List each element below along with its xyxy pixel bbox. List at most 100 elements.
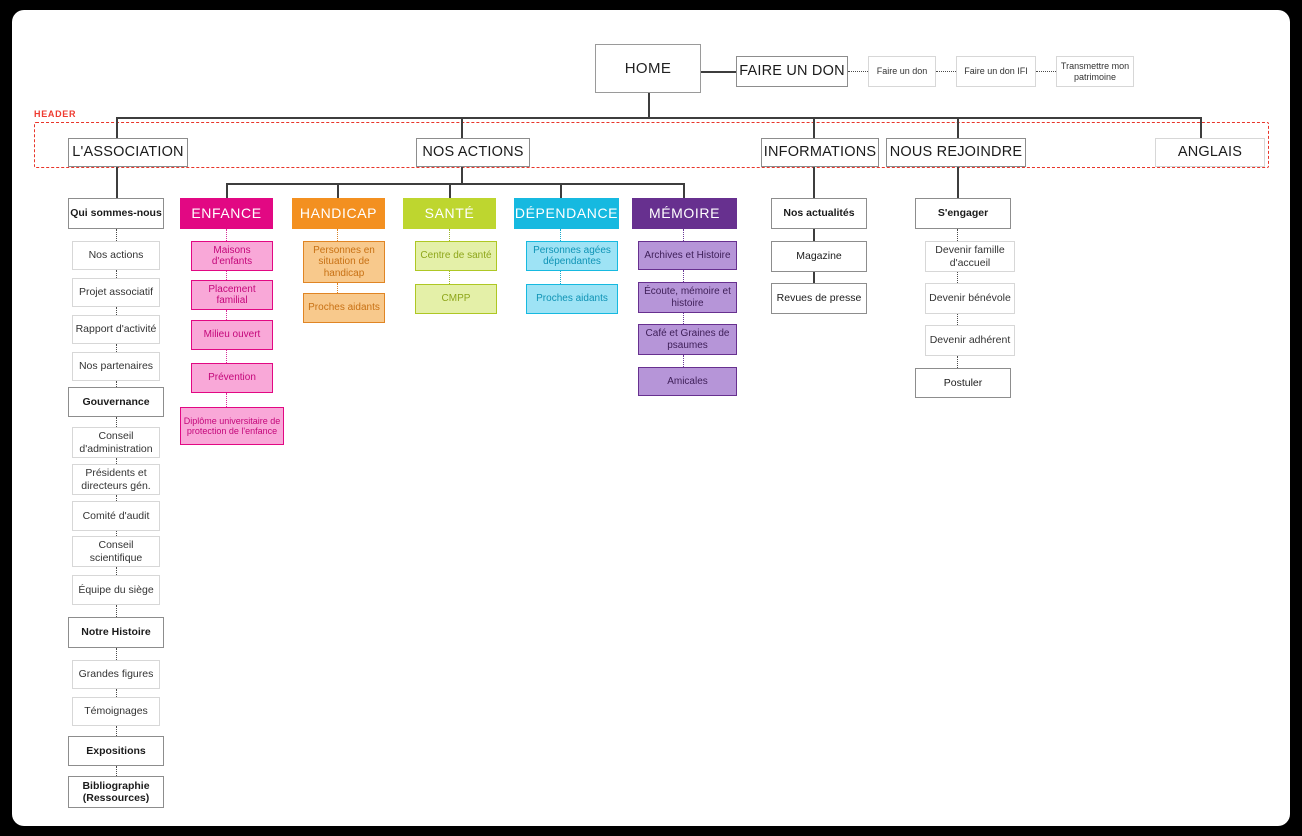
connector-enfance-1 [226, 271, 227, 280]
connector-rejoindre-3 [957, 356, 958, 368]
node-assoc-expositions[interactable]: Expositions [68, 736, 164, 766]
connector-assoc-13 [116, 726, 117, 736]
node-memoire-child-2[interactable]: Café et Graines de psaumes [638, 324, 737, 355]
connector-rejoindre-1 [957, 272, 958, 283]
node-faire-un-don-child-0[interactable]: Faire un don [868, 56, 936, 87]
node-qui-sommes-nous[interactable]: Qui sommes-nous [68, 198, 164, 229]
connector-bus-to-association [116, 117, 118, 140]
node-memoire-child-0[interactable]: Archives et Histoire [638, 241, 737, 270]
node-rejoindre-child-3[interactable]: Postuler [915, 368, 1011, 398]
node-nav-nos-actions[interactable]: NOS ACTIONS [416, 138, 530, 167]
node-enfance-child-1[interactable]: Placement familial [191, 280, 273, 310]
connector-assoc-6 [116, 458, 117, 464]
connector-main-bus [116, 117, 1201, 119]
node-enfance-child-3[interactable]: Prévention [191, 363, 273, 393]
node-home[interactable]: HOME [595, 44, 701, 93]
connector-assoc-14 [116, 766, 117, 776]
connector-dependance-0 [560, 229, 561, 241]
node-informations-child-2[interactable]: Revues de presse [771, 283, 867, 314]
connector-rejoindre-drop [957, 167, 959, 198]
node-category-handicap[interactable]: HANDICAP [292, 198, 385, 229]
connector-bus-to-nous-rejoindre [957, 117, 959, 140]
connector-assoc-11 [116, 648, 117, 660]
connector-handicap-0 [337, 229, 338, 241]
node-s-engager[interactable]: S'engager [915, 198, 1011, 229]
node-rejoindre-child-2[interactable]: Devenir adhérent [925, 325, 1015, 356]
connector-informations-1 [813, 272, 815, 283]
node-memoire-child-1[interactable]: Écoute, mémoire et histoire [638, 282, 737, 313]
connector-enfance-4 [226, 393, 227, 407]
node-category-sante[interactable]: SANTÉ [403, 198, 496, 229]
connector-bus-to-nos-actions [461, 117, 463, 140]
node-enfance-child-2[interactable]: Milieu ouvert [191, 320, 273, 350]
connector-assoc-2 [116, 307, 117, 315]
connector-assoc-7 [116, 495, 117, 501]
node-nav-association[interactable]: L'ASSOCIATION [68, 138, 188, 167]
connector-sante-0 [449, 229, 450, 241]
node-assoc-1[interactable]: Projet associatif [72, 278, 160, 307]
node-faire-un-don[interactable]: FAIRE UN DON [736, 56, 848, 87]
connector-memoire-1 [683, 270, 684, 282]
node-assoc-12[interactable]: Témoignages [72, 697, 160, 726]
node-enfance-child-4[interactable]: Diplôme universitaire de protection de l… [180, 407, 284, 445]
connector-home-to-donate [701, 71, 737, 73]
node-assoc-notre-histoire[interactable]: Notre Histoire [68, 617, 164, 648]
node-assoc-11[interactable]: Grandes figures [72, 660, 160, 689]
node-category-dependance[interactable]: DÉPENDANCE [514, 198, 619, 229]
node-assoc-6[interactable]: Présidents et directeurs gén. [72, 464, 160, 495]
node-assoc-gouvernance[interactable]: Gouvernance [68, 387, 164, 417]
node-assoc-7[interactable]: Comité d'audit [72, 501, 160, 531]
connector-bus-to-dependance [560, 183, 562, 198]
connector-assoc-5 [116, 417, 117, 427]
node-faire-un-don-child-1[interactable]: Faire un don IFI [956, 56, 1036, 87]
connector-enfance-3 [226, 350, 227, 363]
node-enfance-child-0[interactable]: Maisons d'enfants [191, 241, 273, 271]
node-dependance-child-0[interactable]: Personnes agées dépendantes [526, 241, 618, 271]
connector-assoc-8 [116, 531, 117, 536]
node-dependance-child-1[interactable]: Proches aidants [526, 284, 618, 314]
sitemap-canvas: HEADER HOME FAIRE UN DON Faire un don Fa… [12, 10, 1290, 826]
connector-assoc-9 [116, 567, 117, 575]
node-handicap-child-1[interactable]: Proches aidants [303, 293, 385, 323]
node-assoc-bibliographie[interactable]: Bibliographie (Ressources) [68, 776, 164, 808]
header-annotation-label: HEADER [34, 109, 77, 119]
node-assoc-0[interactable]: Nos actions [72, 241, 160, 270]
connector-assoc-4 [116, 381, 117, 387]
connector-memoire-2 [683, 313, 684, 324]
connector-enfance-0 [226, 229, 227, 241]
node-nav-anglais[interactable]: ANGLAIS [1155, 138, 1265, 167]
connector-home-drop [648, 93, 650, 117]
node-sante-child-1[interactable]: CMPP [415, 284, 497, 314]
node-handicap-child-0[interactable]: Personnes en situation de handicap [303, 241, 385, 283]
connector-category-bus [226, 183, 683, 185]
node-category-enfance[interactable]: ENFANCE [180, 198, 273, 229]
connector-assoc-10 [116, 605, 117, 617]
node-nav-nous-rejoindre[interactable]: NOUS REJOINDRE [886, 138, 1026, 167]
node-assoc-2[interactable]: Rapport d'activité [72, 315, 160, 344]
connector-bus-to-sante [449, 183, 451, 198]
connector-association-drop [116, 167, 118, 198]
node-rejoindre-child-0[interactable]: Devenir famille d'accueil [925, 241, 1015, 272]
header-region-boundary [34, 122, 1269, 168]
connector-informations-drop [813, 167, 815, 198]
connector-assoc-1 [116, 270, 117, 278]
node-faire-un-don-child-2[interactable]: Transmettre mon patrimoine [1056, 56, 1134, 87]
connector-memoire-0 [683, 229, 684, 241]
node-memoire-child-3[interactable]: Amicales [638, 367, 737, 396]
node-informations-child-0[interactable]: Nos actualités [771, 198, 867, 229]
node-nav-informations[interactable]: INFORMATIONS [761, 138, 879, 167]
node-assoc-3[interactable]: Nos partenaires [72, 352, 160, 381]
connector-handicap-1 [337, 283, 338, 293]
node-rejoindre-child-1[interactable]: Devenir bénévole [925, 283, 1015, 314]
node-category-memoire[interactable]: MÉMOIRE [632, 198, 737, 229]
node-assoc-5[interactable]: Conseil d'administration [72, 427, 160, 458]
node-assoc-8[interactable]: Conseil scientifique [72, 536, 160, 567]
node-assoc-9[interactable]: Équipe du siège [72, 575, 160, 605]
connector-bus-to-memoire [683, 183, 685, 198]
node-informations-child-1[interactable]: Magazine [771, 241, 867, 272]
connector-assoc-0 [116, 229, 117, 241]
connector-assoc-3 [116, 344, 117, 352]
connector-sante-1 [449, 271, 450, 284]
node-sante-child-0[interactable]: Centre de santé [415, 241, 497, 271]
connector-donate-1 [848, 71, 868, 72]
